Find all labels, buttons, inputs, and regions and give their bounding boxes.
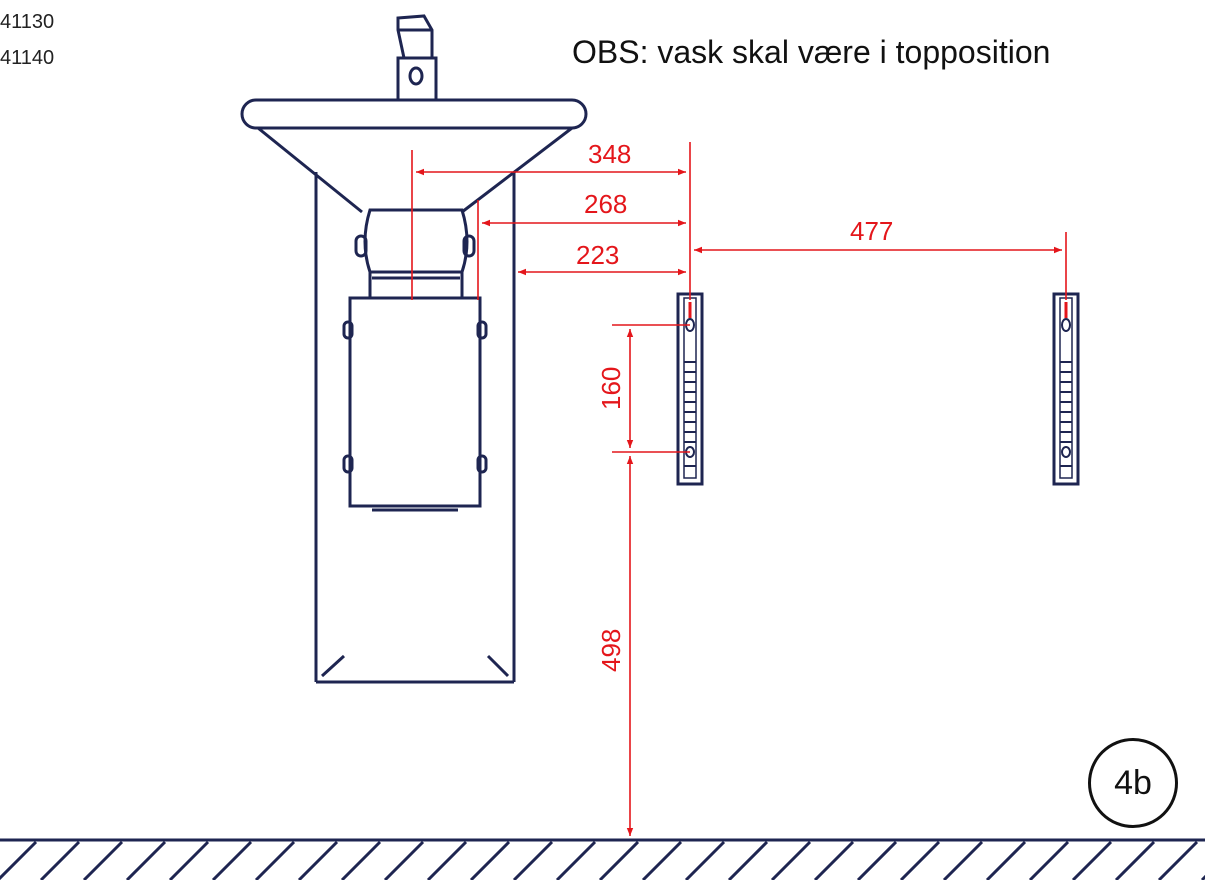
- hatch-line: [39, 840, 81, 880]
- drain-trap: [354, 208, 476, 300]
- hatch-line: [168, 840, 210, 880]
- hatch-line: [211, 840, 253, 880]
- hatch-line: [340, 840, 382, 880]
- hatch-line: [297, 840, 339, 880]
- water-heater-box: [342, 296, 488, 512]
- dim-477: 477: [850, 216, 893, 246]
- wall-bracket-right: [1052, 292, 1080, 486]
- hatch-line: [641, 840, 683, 880]
- hatch-line: [770, 840, 812, 880]
- hatch-line: [512, 840, 554, 880]
- hatch-line: [1071, 840, 1113, 880]
- hatch-line: [813, 840, 855, 880]
- hatch-line: [383, 840, 425, 880]
- column-frame: [314, 172, 516, 684]
- hatch-line: [985, 840, 1027, 880]
- faucet: [396, 14, 438, 104]
- hatch-line: [856, 840, 898, 880]
- dim-348: 348: [588, 139, 631, 169]
- hatch-line: [82, 840, 124, 880]
- hatch-line: [426, 840, 468, 880]
- hatch-line: [0, 840, 38, 880]
- dim-498: 498: [596, 629, 626, 672]
- hatch-line: [684, 840, 726, 880]
- dim-160: 160: [596, 367, 626, 410]
- floor-hatching: [0, 838, 1205, 880]
- hatch-line: [254, 840, 296, 880]
- hatch-line: [899, 840, 941, 880]
- article-number-2: 41140: [0, 47, 55, 69]
- hatch-line: [727, 840, 769, 880]
- wall-bracket-left: [676, 292, 704, 486]
- article-numbers: 41130 41140: [0, 4, 54, 76]
- article-number-1: 41130: [0, 11, 55, 33]
- hatch-line: [598, 840, 640, 880]
- hatch-line: [942, 840, 984, 880]
- hatch-line: [1114, 840, 1156, 880]
- dimension-lines: [411, 142, 1067, 836]
- hatch-line: [469, 840, 511, 880]
- hatch-line: [1157, 840, 1199, 880]
- hatch-line: [1028, 840, 1070, 880]
- dim-268: 268: [584, 189, 627, 219]
- dim-223: 223: [576, 240, 619, 270]
- hatch-line: [555, 840, 597, 880]
- figure-label-badge: 4b: [1088, 738, 1178, 828]
- installation-note: OBS: vask skal være i topposition: [572, 34, 1051, 70]
- hatch-line: [125, 840, 167, 880]
- wash-basin: [240, 98, 588, 214]
